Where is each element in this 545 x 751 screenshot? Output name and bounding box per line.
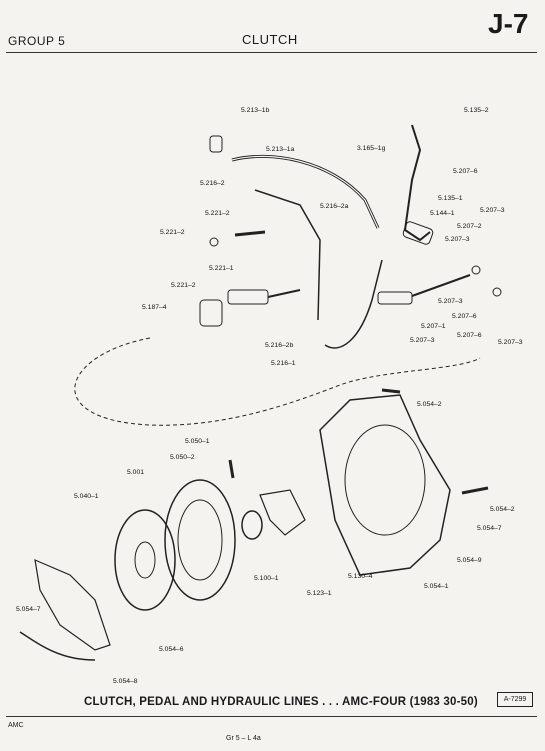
- part-label: 5.135–2: [464, 107, 489, 114]
- section-title: CLUTCH: [242, 32, 298, 47]
- housing-bolt: [461, 486, 489, 495]
- part-label: 5.040–1: [74, 493, 99, 500]
- bell-housing: [319, 394, 451, 576]
- slave-cylinder: [227, 289, 269, 305]
- part-label: 5.001: [127, 469, 144, 476]
- inspection-plate: [34, 559, 111, 651]
- release-fork: [259, 489, 306, 536]
- footer-brand: AMC: [8, 722, 24, 729]
- footer-rule: [6, 716, 537, 717]
- part-label: 5.123–1: [307, 590, 332, 597]
- part-label: 5.050–2: [170, 454, 195, 461]
- pedal-pad: [402, 221, 434, 245]
- part-label: 5.207–3: [445, 236, 470, 243]
- part-label: 5.187–4: [142, 304, 167, 311]
- part-label: 5.213–1a: [266, 146, 295, 153]
- part-label: 5.144–1: [430, 210, 455, 217]
- footer-reference: Gr 5 – L 4a: [226, 735, 261, 742]
- part-label: 5.054–7: [16, 606, 41, 613]
- page-number: J-7: [488, 8, 529, 39]
- part-label: 5.207–3: [438, 298, 463, 305]
- part-label: 5.054–2: [490, 506, 515, 513]
- part-label: 5.207–3: [480, 207, 505, 214]
- header-rule: [6, 52, 537, 53]
- part-label: 5.221–2: [205, 210, 230, 217]
- figure-number: A-7299: [497, 692, 533, 707]
- part-label: 5.221–2: [171, 282, 196, 289]
- hydraulic-line-upper: [254, 189, 321, 321]
- part-label: 5.054–1: [424, 583, 449, 590]
- clutch-disc-hub: [134, 541, 156, 579]
- part-label: 5.054–8: [113, 678, 138, 685]
- part-label: 5.207–3: [410, 337, 435, 344]
- release-bearing: [241, 510, 263, 540]
- part-label: 5.054–2: [417, 401, 442, 408]
- part-label: 5.130–4: [348, 573, 373, 580]
- part-label: 5.207–1: [421, 323, 446, 330]
- part-label: 5.216–2b: [265, 342, 294, 349]
- pressure-plate: [164, 479, 236, 601]
- cable: [19, 631, 96, 661]
- master-cylinder: [377, 291, 413, 305]
- part-label: 5.054–6: [159, 646, 184, 653]
- part-label: 5.213–1b: [241, 107, 270, 114]
- part-label: 5.054–7: [477, 525, 502, 532]
- slave-bracket: [199, 299, 223, 327]
- part-label: 5.221–2: [160, 229, 185, 236]
- pressure-plate-hub: [177, 499, 223, 581]
- hose-fitting: [209, 135, 223, 153]
- clutch-disc: [114, 509, 176, 611]
- part-label: 5.207–3: [498, 339, 523, 346]
- hydraulic-hose: [231, 154, 380, 229]
- part-label: 5.216–1: [271, 360, 296, 367]
- part-label: 5.050–1: [185, 438, 210, 445]
- figure-caption: CLUTCH, PEDAL AND HYDRAULIC LINES . . . …: [84, 696, 478, 708]
- part-label: 5.100–1: [254, 575, 279, 582]
- part-label: 3.165–1g: [357, 145, 386, 152]
- part-label: 5.054–9: [457, 557, 482, 564]
- part-label: 5.221–1: [209, 265, 234, 272]
- clutch-pedal: [403, 124, 431, 242]
- hydraulic-line-lower: [324, 259, 383, 349]
- part-label: 5.135–1: [438, 195, 463, 202]
- group-label: GROUP 5: [8, 34, 66, 48]
- part-label: 5.216–2: [200, 180, 225, 187]
- dashed-assembly-loop: [74, 337, 481, 426]
- part-label: 5.207–6: [457, 332, 482, 339]
- pressure-plate-bolt: [228, 459, 235, 479]
- part-label: 5.216–2a: [320, 203, 349, 210]
- nut: [209, 237, 219, 247]
- part-label: 5.207–6: [452, 313, 477, 320]
- housing-bolt-top: [381, 388, 401, 394]
- bell-housing-opening: [344, 424, 426, 536]
- part-label: 5.207–6: [453, 168, 478, 175]
- part-label: 5.207–2: [457, 223, 482, 230]
- stud: [234, 230, 266, 237]
